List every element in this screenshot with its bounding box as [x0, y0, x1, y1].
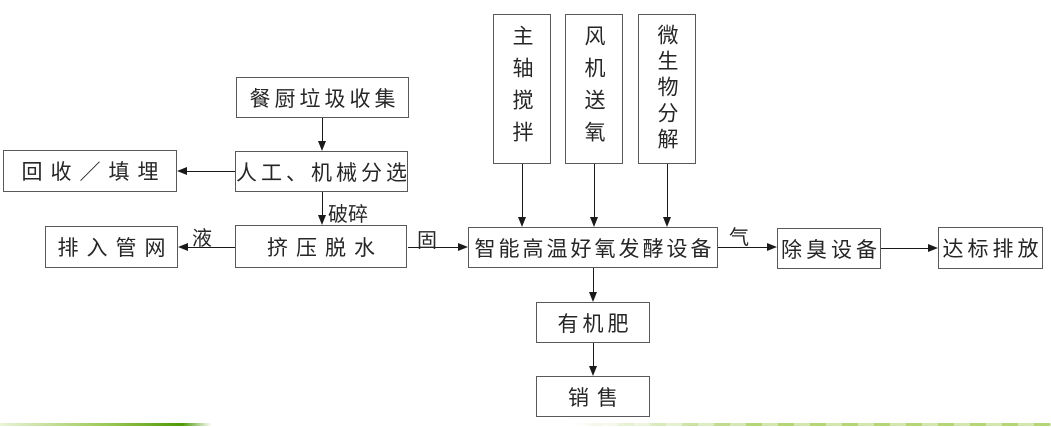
edge-dewater-to-ferment	[408, 247, 458, 248]
edge-ferment-to-deodorize	[718, 247, 767, 248]
node-standard-discharge: 达标排放	[938, 227, 1043, 269]
node-discharge-to-pipe-network: 排入管网	[45, 226, 178, 268]
edge-label-gas: 气	[729, 225, 749, 249]
node-deodorization-equipment: 除臭设备	[777, 228, 881, 269]
arrowhead-down-icon	[589, 366, 597, 376]
edge-label-crush: 破碎	[328, 202, 368, 226]
arrowhead-down-icon	[590, 217, 598, 227]
edge-ferment-to-fertilizer	[593, 268, 594, 292]
edge-fan-to-ferment	[594, 164, 595, 217]
node-sales: 销售	[536, 376, 650, 417]
node-organic-fertilizer: 有机肥	[536, 302, 650, 343]
arrowhead-right-icon	[928, 244, 938, 252]
arrowhead-down-icon	[518, 217, 526, 227]
arrowhead-down-icon	[318, 141, 326, 151]
edge-deodorize-to-discharge	[881, 248, 928, 249]
edge-spindle-to-ferment	[522, 164, 523, 217]
edge-microbe-to-ferment	[667, 164, 668, 217]
edge-fertilizer-to-sale	[593, 343, 594, 366]
arrowhead-down-icon	[318, 215, 326, 225]
green-underline-right-decoration	[570, 423, 1051, 426]
arrowhead-right-icon	[458, 243, 468, 251]
edge-sorting-to-dewater	[322, 192, 323, 215]
edge-dewater-to-pipe	[188, 247, 235, 248]
node-microbial-decomposition: 微生物分解	[638, 14, 696, 164]
node-kitchen-waste-collection: 餐厨垃圾收集	[236, 77, 409, 118]
arrowhead-left-icon	[177, 167, 187, 175]
node-aerobic-fermentation-equipment: 智能高温好氧发酵设备	[468, 227, 718, 268]
arrowhead-down-icon	[589, 292, 597, 302]
edge-label-liquid: 液	[192, 226, 212, 250]
arrowhead-left-icon	[178, 243, 188, 251]
arrowhead-right-icon	[767, 243, 777, 251]
node-fan-oxygen-supply: 风机送氧	[565, 14, 623, 164]
node-spindle-stirring: 主轴搅拌	[493, 14, 551, 164]
green-underline-left-decoration	[0, 423, 212, 426]
node-squeeze-dewatering: 挤压脱水	[235, 225, 407, 268]
edge-collect-to-sorting	[322, 118, 323, 142]
arrowhead-down-icon	[663, 217, 671, 227]
node-recycle-landfill: 回收／填埋	[3, 150, 177, 192]
edge-sorting-to-recycle	[187, 171, 235, 172]
edge-label-solid: 固	[417, 228, 437, 252]
node-manual-mechanical-sorting: 人工、机械分选	[235, 151, 408, 192]
